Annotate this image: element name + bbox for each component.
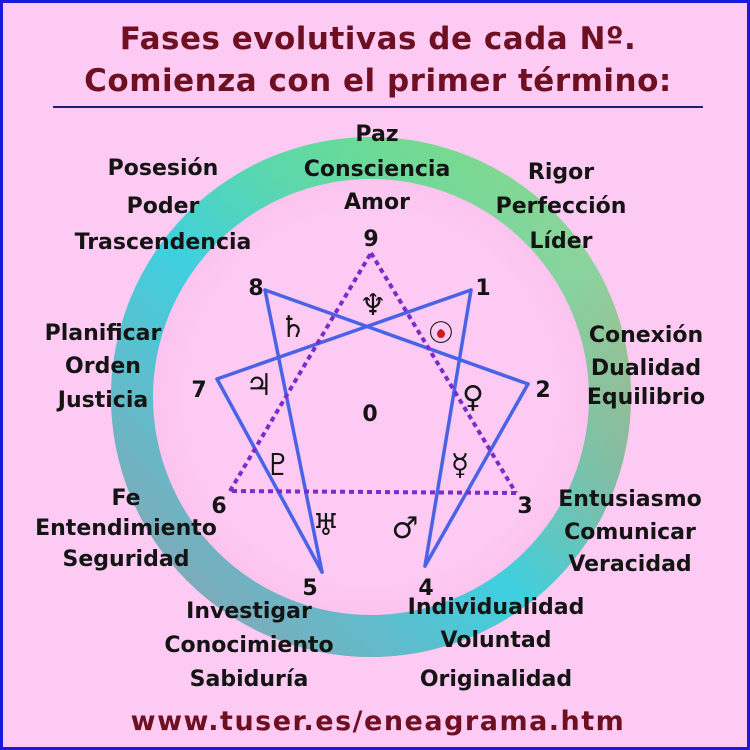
point-number-4: 4 [418,576,433,601]
inner-triangle [228,251,518,495]
point-numbers: 9 1 2 3 4 5 6 7 8 [191,227,550,601]
point-number-1: 1 [475,276,490,301]
point-number-6: 6 [211,494,226,519]
phase-label-2-1: Conexión [589,323,703,348]
jupiter-icon: ♃ [246,368,273,403]
phase-label-2-2: Dualidad [591,356,701,381]
phase-label-4-1: Individualidad [408,595,585,620]
phase-label-3-2: Comunicar [564,520,696,545]
hexad-line-8-5 [263,288,324,574]
center-zero-label: 0 [362,402,377,427]
title-underline [53,106,703,108]
hexad-line-1-4 [423,288,473,568]
phase-label-8-3: Trascendencia [75,230,252,255]
phase-label-9-2: Consciencia [304,157,451,182]
point-number-7: 7 [191,378,206,403]
phase-label-6-2: Entendimiento [35,516,217,541]
planet-symbols: ♆☉♀☿♂♅♇♃♄ [246,288,484,546]
phase-label-1-1: Rigor [528,160,594,185]
phase-label-1-3: Líder [529,229,592,254]
neptune-icon: ♆ [360,288,387,323]
uranus-icon: ♅ [313,508,340,543]
phase-label-4-3: Originalidad [420,667,572,692]
saturn-icon: ♄ [280,310,307,345]
website-url: www.tuser.es/eneagrama.htm [130,706,626,737]
phase-label-7-2: Orden [65,354,141,379]
phase-label-7-1: Planificar [45,321,162,346]
triangle-line-3-6 [229,489,517,495]
title-line-1: Fases evolutivas de cada Nº. [119,21,637,57]
phase-label-6-1: Fe [111,486,140,511]
point-number-3: 3 [517,494,532,519]
phase-label-9-1: Paz [355,122,398,147]
phase-label-4-2: Voluntad [441,628,552,653]
phase-label-5-1: Investigar [186,599,312,624]
phase-label-8-1: Posesión [108,156,219,181]
phase-label-5-2: Conocimiento [164,633,333,658]
phase-label-8-2: Poder [127,194,200,219]
hexad-line-4-2 [423,382,530,568]
point-number-5: 5 [302,576,317,601]
triangle-line-9-3 [369,251,518,495]
point-number-9: 9 [363,227,378,252]
point-number-2: 2 [535,378,550,403]
phase-label-7-3: Justicia [56,388,148,413]
phase-label-2-3: Equilibrio [587,385,705,410]
pluto-icon: ♇ [265,448,292,483]
hexad-line-7-1 [215,288,473,381]
venus-icon: ♀ [462,380,484,415]
phase-label-3-3: Veracidad [568,552,691,577]
hexad-line-5-7 [215,377,324,574]
hexad-lines [215,288,530,574]
phase-label-3-1: Entusiasmo [558,487,701,512]
phase-label-5-3: Sabiduría [190,667,309,692]
point-number-8: 8 [248,276,263,301]
color-ring [111,137,631,657]
phase-label-6-3: Seguridad [63,547,190,572]
hexad-line-2-8 [263,288,530,386]
phase-label-1-2: Perfección [496,194,627,219]
phase-label-9-3: Amor [344,190,410,215]
mars-icon: ♂ [392,511,419,546]
sun-center-dot [437,330,445,338]
triangle-line-6-9 [228,251,373,493]
title-line-2: Comienza con el primer término: [84,63,672,99]
mercury-icon: ☿ [451,448,469,483]
